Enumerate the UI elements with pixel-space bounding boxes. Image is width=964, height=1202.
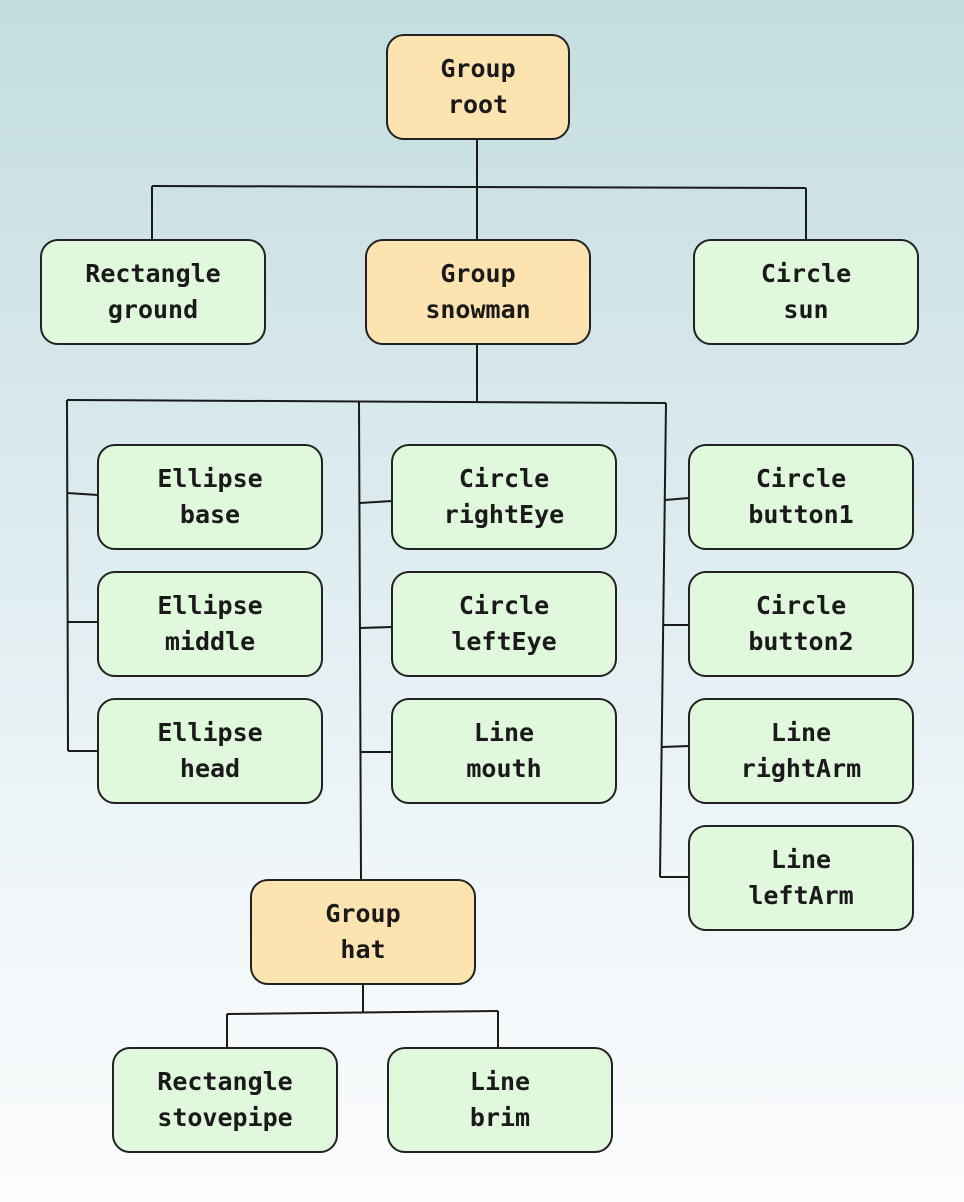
node-name-label: stovepipe	[157, 1103, 293, 1132]
node-type-label: Rectangle	[85, 259, 221, 288]
node-type-label: Circle	[755, 464, 847, 493]
node-name-label: mouth	[466, 754, 542, 783]
connector	[359, 626, 393, 629]
node-type-label: Circle	[458, 591, 550, 620]
node-name-label: rightArm	[740, 754, 862, 783]
node-type-label: Ellipse	[157, 718, 263, 747]
node-base: Ellipse base	[97, 444, 323, 550]
node-rightEye: Circle rightEye	[391, 444, 617, 550]
node-type-label: Line	[473, 718, 535, 747]
node-name-label: button2	[748, 627, 854, 656]
node-type-label: Circle	[755, 591, 847, 620]
node-name-label: hat	[340, 935, 386, 964]
node-button2: Circle button2	[688, 571, 914, 677]
node-type-label: Line	[469, 1067, 531, 1096]
node-name-label: ground	[107, 295, 199, 324]
node-type-label: Group	[440, 54, 516, 83]
node-root: Group root	[386, 34, 570, 140]
connector	[661, 745, 690, 748]
node-type-label: Rectangle	[157, 1067, 293, 1096]
node-button1: Circle button1	[688, 444, 914, 550]
connector	[66, 399, 667, 404]
node-stovepipe: Rectangle stovepipe	[112, 1047, 338, 1153]
node-snowman: Group snowman	[365, 239, 591, 345]
node-name-label: leftEye	[451, 627, 557, 656]
node-name-label: sun	[783, 295, 829, 324]
node-mouth: Line mouth	[391, 698, 617, 804]
node-type-label: Circle	[458, 464, 550, 493]
node-leftArm: Line leftArm	[688, 825, 914, 931]
node-type-label: Circle	[760, 259, 852, 288]
node-middle: Ellipse middle	[97, 571, 323, 677]
node-name-label: root	[447, 90, 509, 119]
node-type-label: Ellipse	[157, 464, 263, 493]
node-rightArm: Line rightArm	[688, 698, 914, 804]
node-type-label: Ellipse	[157, 591, 263, 620]
node-type-label: Line	[770, 718, 832, 747]
connector	[151, 185, 807, 189]
node-hat: Group hat	[250, 879, 476, 985]
node-name-label: snowman	[425, 295, 531, 324]
node-sun: Circle sun	[693, 239, 919, 345]
node-type-label: Group	[440, 259, 516, 288]
node-type-label: Line	[770, 845, 832, 874]
node-name-label: middle	[164, 627, 256, 656]
connector	[359, 500, 393, 504]
connector	[226, 1010, 499, 1015]
node-name-label: brim	[469, 1103, 531, 1132]
connector	[66, 492, 99, 496]
connector	[66, 399, 69, 752]
node-leftEye: Circle leftEye	[391, 571, 617, 677]
node-brim: Line brim	[387, 1047, 613, 1153]
node-name-label: rightEye	[443, 500, 565, 529]
node-name-label: leftArm	[748, 881, 854, 910]
node-name-label: head	[179, 754, 241, 783]
connector	[659, 402, 667, 878]
node-ground: Rectangle ground	[40, 239, 266, 345]
connector	[358, 400, 362, 881]
node-name-label: button1	[748, 500, 854, 529]
node-name-label: base	[179, 500, 241, 529]
node-type-label: Group	[325, 899, 401, 928]
connector	[664, 497, 690, 501]
node-head: Ellipse head	[97, 698, 323, 804]
